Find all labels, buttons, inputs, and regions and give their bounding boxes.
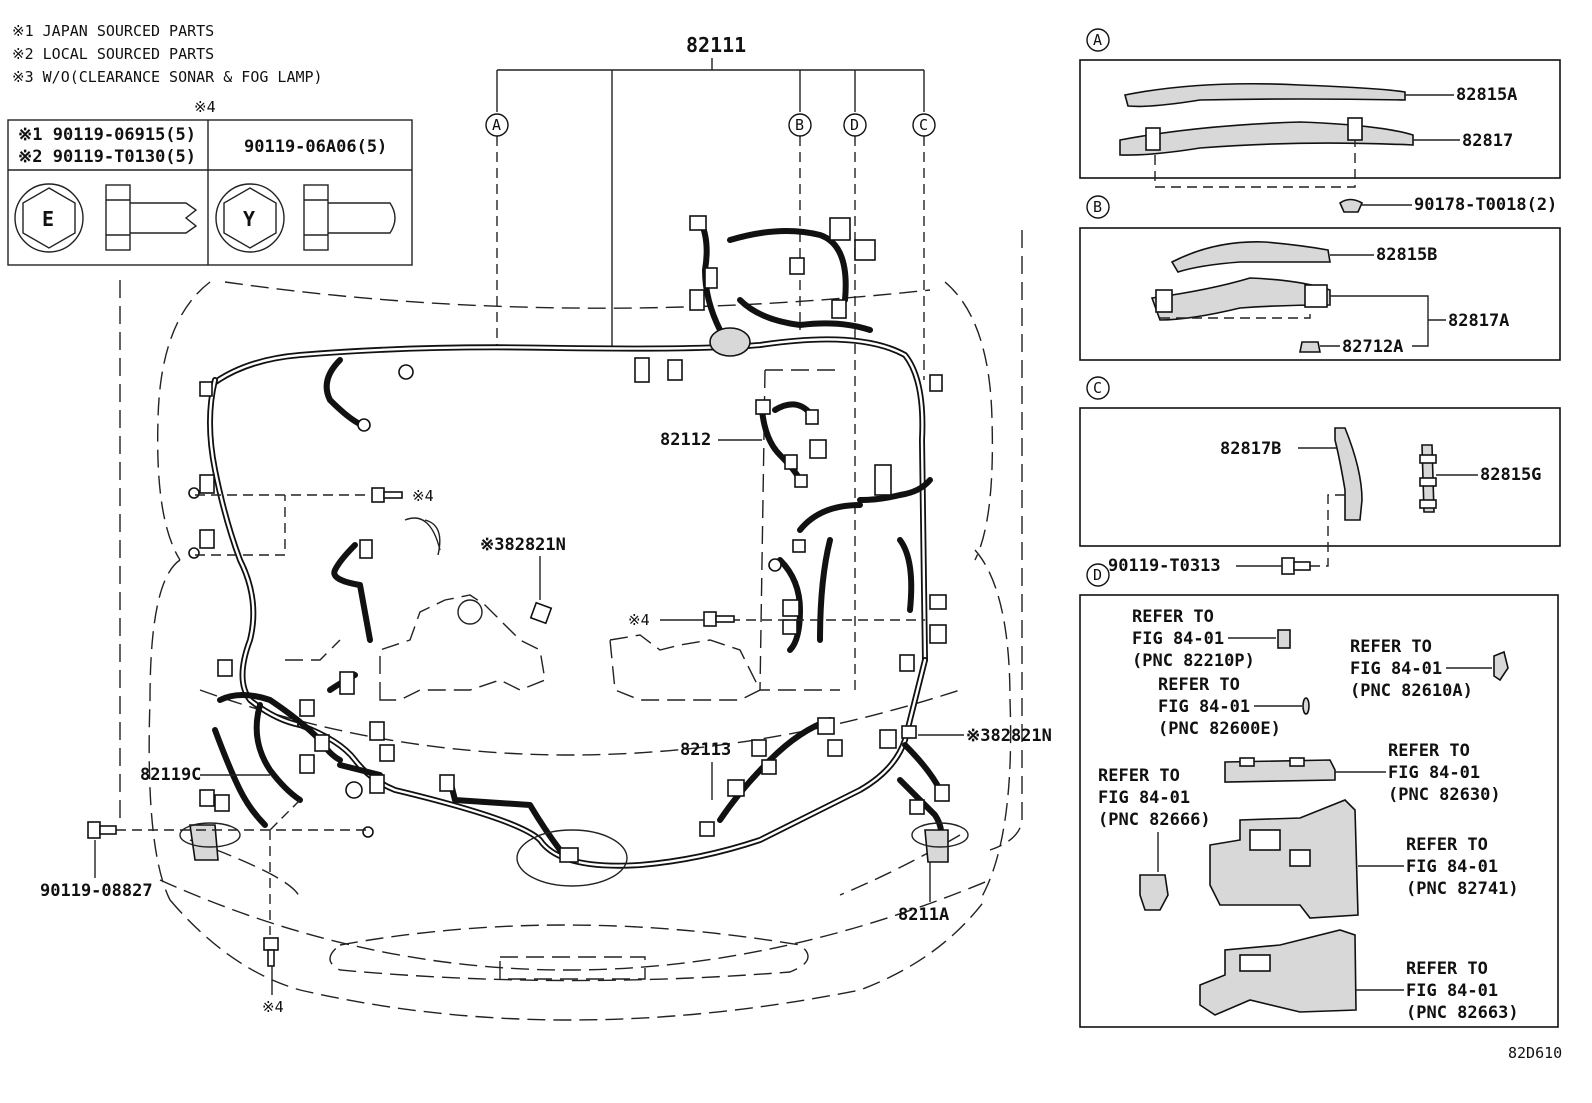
svg-text:REFER TO: REFER TO (1098, 766, 1180, 786)
bolt-head-e-icon: E (14, 183, 84, 253)
label-82821n-upper: ※382821N (480, 535, 566, 555)
note-1: ※1 JAPAN SOURCED PARTS (12, 22, 214, 40)
engine-wire-harness (179, 215, 969, 887)
callout-c-main (912, 113, 936, 137)
svg-text:(PNC 82210P): (PNC 82210P) (1132, 651, 1255, 671)
label-8211a: 8211A (898, 905, 949, 925)
callout-a-detail: A (1093, 31, 1102, 49)
figure-code: 82D610 (1508, 1044, 1562, 1062)
svg-text:FIG 84-01: FIG 84-01 (1158, 697, 1250, 717)
svg-text:REFER TO: REFER TO (1406, 959, 1488, 979)
svg-text:B: B (795, 116, 804, 134)
clip-icon-82821n (529, 601, 553, 625)
label-82817b: 82817B (1220, 439, 1281, 459)
mark4-middle: ※4 (628, 611, 650, 629)
main-bolts: ※4 ※4 (87, 487, 917, 967)
svg-text:A: A (492, 116, 501, 134)
svg-text:REFER TO: REFER TO (1132, 607, 1214, 627)
label-82712a: 82712A (1342, 337, 1403, 357)
ref-82741: REFER TO FIG 84-01 (PNC 82741) (1209, 799, 1519, 919)
note-3: ※3 W/O(CLEARANCE SONAR & FOG LAMP) (12, 68, 323, 86)
ref-82666: REFER TO FIG 84-01 (PNC 82666) (1098, 766, 1211, 911)
svg-text:E: E (42, 207, 54, 231)
svg-text:FIG 84-01: FIG 84-01 (1388, 763, 1480, 783)
vehicle-outline (119, 230, 1023, 1021)
bolt-90119-t0313-icon (1281, 557, 1311, 575)
nut-82712a-icon (1299, 341, 1321, 353)
detail-d: D REFER TO FIG 84-01 (PNC 82210P) REFER … (1079, 563, 1559, 1028)
bolt-right-part: 90119-06A06(5) (244, 137, 387, 157)
callout-b-detail: B (1093, 198, 1102, 216)
svg-text:REFER TO: REFER TO (1158, 675, 1240, 695)
note-2: ※2 LOCAL SOURCED PARTS (12, 45, 214, 63)
part-82817a-shape (1150, 277, 1331, 321)
bolt-icon-bottom (263, 937, 279, 967)
svg-text:FIG 84-01: FIG 84-01 (1098, 788, 1190, 808)
svg-text:(PNC 82630): (PNC 82630) (1388, 785, 1501, 805)
callout-b-main (788, 113, 812, 137)
svg-text:FIG 84-01: FIG 84-01 (1406, 981, 1498, 1001)
detail-a: A 82815A 82817 90178-T0018(2) (1079, 28, 1561, 215)
svg-text:C: C (919, 116, 928, 134)
bolt-icon-left (87, 821, 117, 839)
bolt-icon-upper-left (371, 487, 403, 503)
svg-text:(PNC 82610A): (PNC 82610A) (1350, 681, 1473, 701)
detail-b: B 82815B 82712A 82817A (1079, 195, 1561, 361)
label-82815a: 82815A (1456, 85, 1517, 105)
label-82821n-lower: ※382821N (966, 726, 1052, 746)
svg-text:(PNC 82663): (PNC 82663) (1406, 1003, 1519, 1023)
clip-90178-icon (1339, 198, 1364, 213)
mark4-bottom: ※4 (262, 998, 284, 1016)
ref-82663: REFER TO FIG 84-01 (PNC 82663) (1199, 929, 1519, 1023)
bolt-table: ※4 ※1 90119-06915(5) ※2 90119-T0130(5) 9… (7, 98, 413, 266)
label-82112: 82112 (660, 430, 711, 450)
svg-text:FIG 84-01: FIG 84-01 (1406, 857, 1498, 877)
label-82815b: 82815B (1376, 245, 1437, 265)
svg-text:(PNC 82741): (PNC 82741) (1406, 879, 1519, 899)
part-82815b-shape (1170, 241, 1331, 273)
main-dashed-pointers (116, 494, 925, 935)
label-82817: 82817 (1462, 131, 1513, 151)
callout-d-detail: D (1093, 566, 1102, 584)
notes-block: ※1 JAPAN SOURCED PARTS ※2 LOCAL SOURCED … (12, 22, 323, 86)
svg-text:Y: Y (243, 207, 255, 231)
part-82817b-shape (1334, 427, 1363, 521)
label-82817a: 82817A (1448, 311, 1509, 331)
svg-text:(PNC 82666): (PNC 82666) (1098, 810, 1211, 830)
label-90119-t0313: 90119-T0313 (1108, 556, 1221, 576)
ref-82600e: REFER TO FIG 84-01 (PNC 82600E) (1158, 675, 1310, 739)
svg-text:D: D (850, 116, 859, 134)
svg-text:REFER TO: REFER TO (1406, 835, 1488, 855)
svg-text:REFER TO: REFER TO (1350, 637, 1432, 657)
ref-82630: REFER TO FIG 84-01 (PNC 82630) (1224, 741, 1501, 805)
bolt-left-part-1: ※1 90119-06915(5) (18, 125, 196, 145)
label-82111: 82111 (686, 33, 746, 57)
bolt-head-y-icon: Y (215, 183, 285, 253)
label-82113: 82113 (680, 740, 731, 760)
main-callouts: A B D C (485, 113, 936, 137)
label-82119c: 82119C (140, 765, 201, 785)
bolt-icon-middle (703, 611, 735, 627)
main-part-labels: 82112 ※382821N 82113 82119C ※382821N 821… (40, 430, 1052, 1016)
mark4-upper: ※4 (412, 487, 434, 505)
ref-82210p: REFER TO FIG 84-01 (PNC 82210P) (1132, 607, 1291, 671)
bolt-table-mark: ※4 (194, 98, 216, 116)
bolt-left-part-2: ※2 90119-T0130(5) (18, 147, 196, 167)
svg-text:FIG 84-01: FIG 84-01 (1132, 629, 1224, 649)
label-82815g: 82815G (1480, 465, 1541, 485)
ref-82610a: REFER TO FIG 84-01 (PNC 82610A) (1350, 637, 1509, 701)
label-bolt-90119-08827: 90119-08827 (40, 881, 153, 901)
bolt-side-e-icon (105, 184, 198, 251)
part-82815a-shape (1124, 82, 1406, 108)
callout-d-main (843, 113, 867, 137)
detail-c: C 82817B 82815G 90119-T0313 (1079, 376, 1561, 576)
callout-a-main (485, 113, 509, 137)
svg-text:REFER TO: REFER TO (1388, 741, 1470, 761)
bolt-side-y-icon (303, 184, 396, 251)
callout-c-detail: C (1093, 379, 1102, 397)
svg-text:(PNC 82600E): (PNC 82600E) (1158, 719, 1281, 739)
svg-text:FIG 84-01: FIG 84-01 (1350, 659, 1442, 679)
label-90178-t0018: 90178-T0018(2) (1414, 195, 1557, 215)
